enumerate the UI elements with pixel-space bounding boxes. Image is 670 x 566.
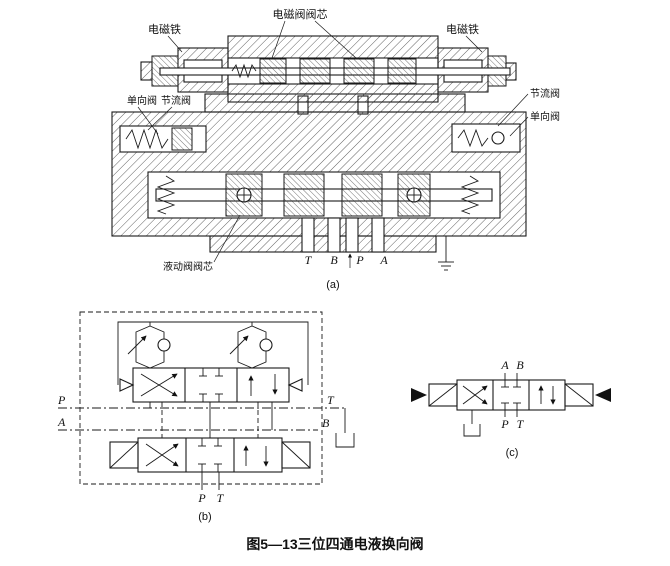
system-lines <box>58 402 345 438</box>
pilot-spool-rod <box>159 67 511 76</box>
check-valve-symbol <box>259 338 273 352</box>
pilot-valve-symbol <box>109 437 311 490</box>
right-check-spring <box>457 128 489 148</box>
label-throttle-right: 节流阀 <box>530 87 560 100</box>
pilot-lines <box>117 321 309 385</box>
c-port-b: B <box>516 358 524 372</box>
b-port-t-right: T <box>327 393 335 407</box>
label-check-valve-right: 单向阀 <box>530 110 560 123</box>
section-a-cross-section: 电磁铁 电磁阀阀芯 电磁铁 单向阀 节流阀 节流阀 单向阀 液动阀阀芯 T B … <box>111 7 560 291</box>
b-port-a-left: A <box>57 415 66 429</box>
tank-symbol <box>335 408 355 448</box>
actuator-arrow-left <box>411 388 427 402</box>
label-throttle-left: 节流阀 <box>161 94 191 107</box>
c-port-t: T <box>517 417 525 431</box>
pilot-spring <box>231 63 257 79</box>
left-check-spring <box>125 128 169 150</box>
tank-symbol <box>463 410 481 437</box>
pilot-valve-assembly <box>140 35 517 103</box>
port-label-p: P <box>355 253 364 267</box>
assembly-boundary <box>79 311 323 485</box>
pilot-actuator-left <box>119 378 135 392</box>
main-spool-lands <box>225 173 431 217</box>
label-electromagnet-right: 电磁铁 <box>446 23 479 36</box>
b-port-b-right: B <box>322 416 330 430</box>
left-push-pin <box>140 61 153 81</box>
section-c-tag: (c) <box>506 447 519 459</box>
main-valve-symbol <box>119 367 303 403</box>
left-throttle-plug <box>171 127 193 151</box>
solenoid-right <box>564 383 611 407</box>
label-electromagnet-left: 电磁铁 <box>148 23 181 36</box>
b-port-p-left: P <box>57 393 66 407</box>
throttle-arrow <box>229 335 249 355</box>
port-label-t: T <box>305 253 313 267</box>
solenoid-left <box>411 383 458 407</box>
check-throttle-unit-right <box>229 325 273 369</box>
pilot-actuator-right <box>287 378 303 392</box>
main-valve-assembly <box>111 111 527 271</box>
leader-lines <box>137 20 529 268</box>
b-port-p-bottom: P <box>197 491 206 505</box>
solenoid-left <box>109 441 139 469</box>
port-channels <box>301 217 385 253</box>
section-a-tag: (a) <box>326 279 339 291</box>
port-label-a: A <box>379 253 388 267</box>
solenoid-right <box>281 441 311 469</box>
check-throttle-unit-left <box>127 325 171 369</box>
right-check-ball <box>491 131 505 145</box>
label-check-valve-left: 单向阀 <box>127 94 157 107</box>
actuator-arrow-right <box>595 388 611 402</box>
label-pilot-spool: 电磁阀阀芯 <box>273 7 328 21</box>
left-return-spring <box>156 175 176 215</box>
section-c-symbol: A B P T (c) <box>411 358 611 459</box>
drain-symbol <box>438 236 454 271</box>
port-label-b: B <box>330 253 338 267</box>
section-b-tag: (b) <box>198 511 211 523</box>
right-check-throttle-bore <box>451 123 521 153</box>
pilot-spool-lands <box>259 58 417 84</box>
b-port-t-bottom: T <box>217 491 225 505</box>
figure-caption: 图5—13三位四通电液换向阀 <box>246 536 423 552</box>
check-valve-symbol <box>157 338 171 352</box>
section-b-schematic: P T A B P T (b) <box>57 311 355 523</box>
right-return-spring <box>460 175 480 215</box>
label-main-spool: 液动阀阀芯 <box>163 260 213 273</box>
left-check-throttle-bore <box>119 125 207 153</box>
throttle-arrow <box>127 335 147 355</box>
c-port-a: A <box>500 358 509 372</box>
bottom-plate <box>209 235 437 253</box>
c-port-p: P <box>500 417 509 431</box>
